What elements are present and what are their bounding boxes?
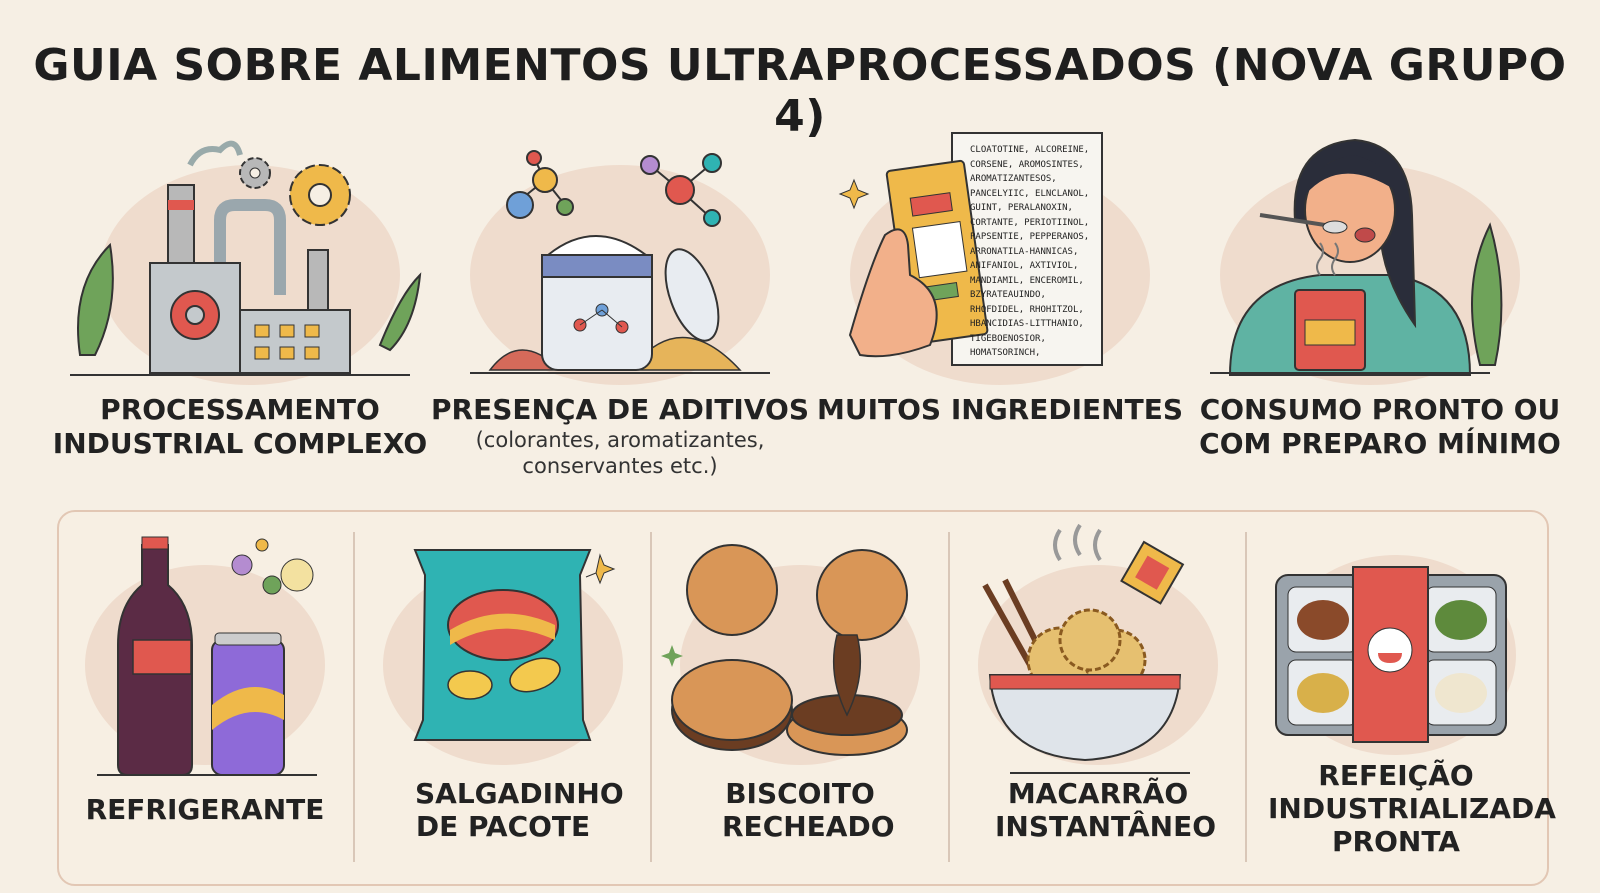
characteristic-card-ready-consumption: CONSUMO PRONTO OU COM PREPARO MÍNIMO: [1190, 125, 1570, 485]
panel-divider: [650, 532, 652, 862]
example-label: REFEIÇÃO INDUSTRIALIZADA PRONTA: [1268, 759, 1556, 858]
ingredient-line: TIGEBOENOSIOR,: [970, 333, 1046, 344]
chips-bag-icon: [383, 549, 623, 765]
panel-divider: [1245, 532, 1247, 862]
example-card-cookie: BISCOITO RECHEADO: [652, 515, 948, 875]
example-card-soda: REFRIGERANTE: [57, 515, 353, 875]
ingredient-line: ARRONATILA-HANNICAS,: [970, 246, 1079, 257]
ready-meal-icon: [1275, 555, 1516, 755]
ingredient-line: BZYRATEAUINDO,: [970, 290, 1046, 300]
ingredient-line: CLOATOTINE, ALCOREINE,: [970, 145, 1090, 155]
ingredient-line: PANCELYIIC, ELNCLANOL,: [970, 188, 1090, 199]
characteristic-label: PRESENÇA DE ADITIVOS (colorantes, aromat…: [430, 393, 810, 479]
characteristic-label: CONSUMO PRONTO OU COM PREPARO MÍNIMO: [1199, 393, 1561, 460]
characteristic-title: PRESENÇA DE ADITIVOS: [430, 393, 809, 426]
factory-icon: [70, 140, 422, 385]
person-eating-icon: [1210, 138, 1520, 385]
panel-divider: [353, 532, 355, 862]
characteristic-label: PROCESSAMENTO INDUSTRIAL COMPLEXO: [52, 393, 428, 460]
example-card-noodles: MACARRÃO INSTANTÂNEO: [950, 515, 1246, 875]
ingredient-list-icon: [838, 132, 1150, 385]
ingredient-line: GUINT, PERALANOXIN,: [970, 203, 1073, 213]
noodles-icon: [978, 523, 1218, 774]
additives-jar-icon: [470, 150, 770, 385]
cookie-icon: [661, 544, 920, 765]
characteristic-card-processing: PROCESSAMENTO INDUSTRIAL COMPLEXO: [50, 125, 430, 485]
characteristic-subtitle: (colorantes, aromatizantes, conservantes…: [475, 428, 765, 478]
ingredient-line: PAPSENTIE, PEPPERANOS,: [970, 232, 1090, 242]
ingredient-line: MANDIAMIL, ENCEROMIL,: [970, 275, 1084, 286]
characteristic-label: MUITOS INGREDIENTES: [817, 393, 1183, 426]
ingredient-list: CLOATOTINE, ALCOREINE, CORSENE, AROMOSIN…: [970, 143, 1100, 361]
ingredient-line: AROMATIZANTESOS,: [970, 174, 1057, 184]
ingredient-line: ANIFANIOL, AXTIVIOL,: [970, 261, 1079, 271]
ingredient-line: HBANCIDIAS-LITTHANIO,: [970, 319, 1084, 329]
example-label: BISCOITO RECHEADO: [722, 777, 895, 843]
characteristic-card-ingredients: CLOATOTINE, ALCOREINE, CORSENE, AROMOSIN…: [810, 125, 1190, 485]
example-card-chips: SALGADINHO DE PACOTE: [355, 515, 651, 875]
example-label: REFRIGERANTE: [85, 793, 325, 826]
example-card-ready-meal: REFEIÇÃO INDUSTRIALIZADA PRONTA: [1248, 515, 1556, 875]
ingredient-line: CORSENE, AROMOSINTES,: [970, 159, 1084, 170]
page-title: GUIA SOBRE ALIMENTOS ULTRAPROCESSADOS (N…: [33, 40, 1567, 142]
ingredient-line: RHOFDIDEL, RHOHITZOL,: [970, 304, 1084, 315]
ingredient-line: CORTANTE, PERIOTIINOL,: [970, 217, 1090, 228]
ingredient-line: HOMATSORINCH,: [970, 348, 1041, 358]
panel-divider: [948, 532, 950, 862]
example-label: SALGADINHO DE PACOTE: [415, 777, 624, 843]
soda-icon: [85, 536, 325, 776]
characteristic-card-additives: PRESENÇA DE ADITIVOS (colorantes, aromat…: [430, 125, 810, 485]
example-label: MACARRÃO INSTANTÂNEO: [995, 777, 1217, 843]
